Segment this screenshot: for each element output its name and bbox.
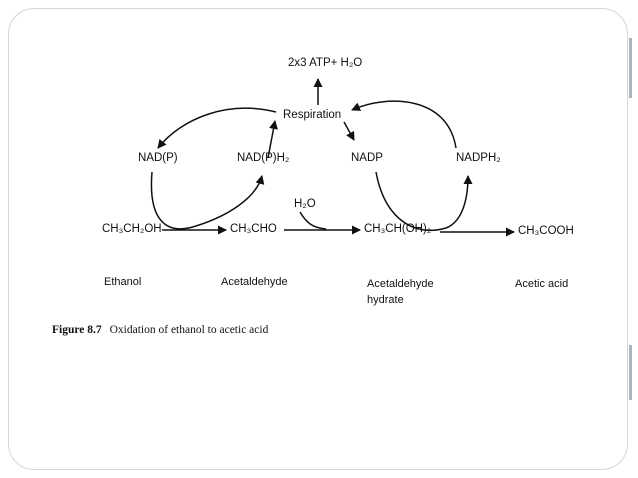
acetaldehyde-name: Acetaldehyde <box>221 276 288 288</box>
water-label: H₂O <box>294 198 316 210</box>
acetic-acid-name: Acetic acid <box>515 278 569 290</box>
ethanol-name: Ethanol <box>104 276 142 288</box>
figure-caption: Figure 8.7 Oxidation of ethanol to acetic… <box>52 324 268 336</box>
acetic-acid-formula: CH₃COOH <box>518 225 574 237</box>
nadp-right-label: NADP <box>351 152 383 164</box>
ethanol-formula: CH₃CH₂OH <box>102 223 162 235</box>
slide-edge-mark <box>629 38 632 98</box>
arrow-nadph2-to-respiration <box>267 120 278 159</box>
acetaldehyde-formula: CH₃CHO <box>230 223 277 235</box>
slide-edge-mark <box>629 345 632 400</box>
hydrate-formula: CH₃CH(OH)₂ <box>364 223 432 235</box>
respiration-label: Respiration <box>283 109 342 121</box>
slide-frame <box>8 8 628 470</box>
hydrate-name-line1: Acetaldehyde <box>367 278 434 290</box>
arrow-respiration-to-nadp-right <box>343 121 355 141</box>
arrow-nadph2-to-respiration-right <box>351 100 457 149</box>
figure-caption-text: Oxidation of ethanol to acetic acid <box>109 324 269 336</box>
arrow-nadp-cycle-left <box>150 171 265 230</box>
figure-number: Figure 8.7 <box>52 324 102 336</box>
hydrate-name-line2: hydrate <box>367 294 404 306</box>
nadph2-left-label: NAD(P)H₂ <box>237 152 290 164</box>
nadph2-right-label: NADPH₂ <box>456 152 501 164</box>
arrow-respiration-to-nadp-left <box>157 107 277 149</box>
arrow-water-join <box>299 211 327 230</box>
arrow-nadp-cycle-right <box>375 171 473 232</box>
atp-water-label: 2x3 ATP+ H₂O <box>288 57 363 69</box>
nadp-left-label: NAD(P) <box>138 152 178 164</box>
